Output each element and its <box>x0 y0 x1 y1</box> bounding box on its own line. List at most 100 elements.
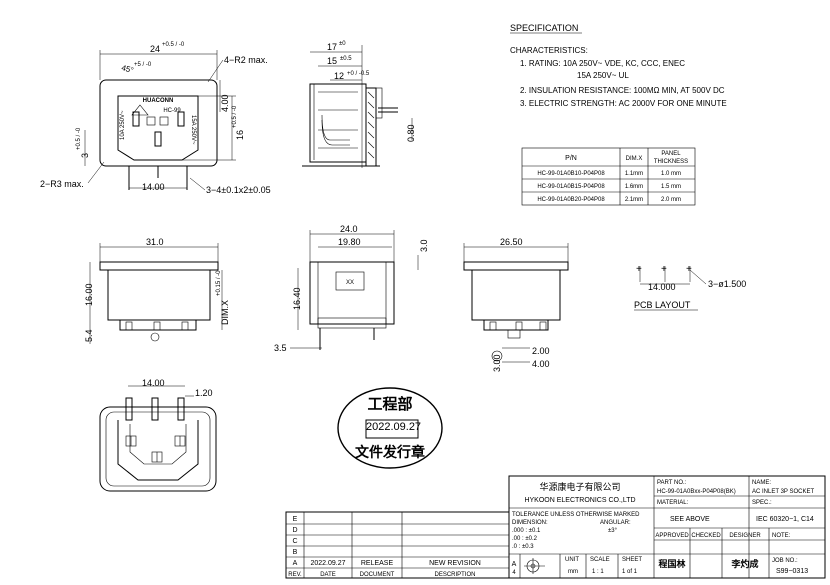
side-d12: 12 <box>334 71 344 81</box>
pn-row-3-panel: 2.0 mm <box>661 197 681 203</box>
side-d15: 15 <box>327 56 337 66</box>
designer-signature: 李灼成 <box>730 558 758 569</box>
rev-row-d: D <box>292 527 297 534</box>
rev-row-e: E <box>293 516 298 523</box>
front-rating-right: 15A 250V~ <box>190 115 196 145</box>
front-height-16: 16 <box>235 130 245 140</box>
pn-table: P/N DIM.X PANEL THICKNESS HC-99-01A0B10-… <box>521 147 696 206</box>
lower-w2650: 26.50 <box>500 237 523 247</box>
approved-label: APPROVED <box>655 533 689 539</box>
part-no-label: PART NO.: <box>657 480 687 486</box>
pn-row-1-pn: HC-99-01A0B10-P04P08 <box>537 171 605 177</box>
zone-label: A <box>512 561 517 568</box>
job-value: S99−0313 <box>776 568 808 575</box>
company-cn: 华源康电子有限公司 <box>539 481 620 492</box>
unit-label: UNIT <box>565 557 579 563</box>
front-r2: 4−R2 max. <box>224 55 268 65</box>
spec-strength: 3. ELECTRIC STRENGTH: AC 2000V FOR ONE M… <box>520 99 727 108</box>
pn-row-2-pn: HC-99-01A0B15-P04P08 <box>537 184 605 190</box>
front-dim-width: 24 <box>150 44 160 54</box>
front-v-3-tol: +0.5 / -0 <box>76 127 82 150</box>
lower-w31: 31.0 <box>146 237 164 247</box>
pcb-hole-1-icon: + <box>636 264 642 275</box>
tolerance-title: TOLERANCE UNLESS OTHERWISE MARKED <box>512 512 640 518</box>
front-v-4: 4.00 <box>220 94 230 112</box>
scale-label: SCALE <box>590 557 610 563</box>
rev-a-doc: RELEASE <box>361 560 394 567</box>
front-model: HC-99 <box>163 108 181 114</box>
spec-insulation: 2. INSULATION RESISTANCE: 100MΩ MIN, AT … <box>520 86 725 95</box>
sheet-label: SHEET <box>622 557 642 563</box>
spec-rating-1: 1. RATING: 10A 250V~ VDE, KC, CCC, ENEC <box>520 59 685 68</box>
lower-dimx-tol: +0.15 / -0 <box>216 270 222 296</box>
pcb-hole-3-icon: + <box>686 264 692 275</box>
side-view: 17 ±0 15 ±0.5 12 +0 / -0.5 0.80 <box>302 41 416 168</box>
lower-view-end: 26.50 2.00 4.00 3.00 <box>463 237 569 372</box>
front-brand: HUACONN <box>143 98 174 104</box>
name-label: NAME: <box>752 480 771 486</box>
lower-h1640: 16.40 <box>292 287 302 310</box>
pn-row-3-dimx: 2.1mm <box>625 197 643 203</box>
front-r3: 2−R3 max. <box>40 179 84 189</box>
scale-value: 1 : 1 <box>592 569 604 575</box>
lower-d400: 4.00 <box>532 359 550 369</box>
tolerance-000: .000 : ±0.1 <box>512 528 541 534</box>
pcb-label: PCB LAYOUT <box>634 300 691 310</box>
company-en: HYKOON ELECTRONICS CO.,LTD <box>524 497 635 504</box>
pn-header-pn: P/N <box>565 155 577 162</box>
lower-d300: 3.00 <box>492 354 502 372</box>
part-no: HC-99-01A0Bxx-P04P08(BK) <box>657 489 736 495</box>
spec-characteristics: CHARACTERISTICS: <box>510 46 588 55</box>
rev-header-rev: REV. <box>288 572 302 578</box>
rev-row-c: C <box>292 538 297 545</box>
front-dim-width-tol: +0.5 / -0 <box>162 42 185 48</box>
side-d12-tol: +0 / -0.5 <box>347 71 370 77</box>
specification-block: SPECIFICATION CHARACTERISTICS: 1. RATING… <box>510 23 727 108</box>
pn-row-2-dimx: 1.6mm <box>625 184 643 190</box>
lower-dimx: DIM.X <box>220 300 230 325</box>
pcb-hole-2-icon: + <box>661 264 667 275</box>
bottom-view: 14.00 1.20 <box>99 378 217 492</box>
release-stamp <box>337 387 443 469</box>
side-d17: 17 <box>327 42 337 52</box>
lower-v30: 3.0 <box>419 239 429 252</box>
name-value: AC INLET 3P SOCKET <box>752 489 814 495</box>
stamp-bottom: 文件发行章 <box>355 445 425 461</box>
title-block: 华源康电子有限公司 HYKOON ELECTRONICS CO.,LTD PAR… <box>508 475 826 579</box>
tolerance-dimension: DIMENSION: <box>512 520 548 526</box>
lower-h35: 3.5 <box>274 343 287 353</box>
stamp-date: 2022.09.27 <box>366 421 422 433</box>
pn-row-1-panel: 1.0 mm <box>661 171 681 177</box>
unit-value: mm <box>568 569 578 575</box>
pn-header-panel: PANEL <box>661 151 681 157</box>
rev-row-b: B <box>293 549 298 556</box>
lower-d200: 2.00 <box>532 346 550 356</box>
spec-title: SPECIFICATION <box>510 23 578 33</box>
revision-table: E D C B A 2022.09.27 RELEASE NEW REVISIO… <box>285 511 510 579</box>
spec-value: IEC 60320−1, C14 <box>756 516 814 523</box>
rev-header-date: DATE <box>320 572 336 578</box>
rev-a-date: 2022.09.27 <box>310 560 345 567</box>
spec-rating-2: 15A 250V~ UL <box>577 71 629 80</box>
pn-row-3-pn: HC-99-01A0B20-P04P08 <box>537 197 605 203</box>
pn-row-1-dimx: 1.1mm <box>625 171 643 177</box>
pn-row-2-panel: 1.5 mm <box>661 184 681 190</box>
lower-view-front: 31.0 16.00 5.4 DIM.X +0.15 / -0 <box>84 237 230 344</box>
rev-a-desc: NEW REVISION <box>429 560 481 567</box>
pcb-layout: + + + 14.000 3−ø1.500 PCB LAYOUT <box>634 264 746 311</box>
bottom-w120: 1.20 <box>195 388 213 398</box>
sheet-value: 1 of 1 <box>622 569 638 575</box>
designer-label: DESIGNER <box>729 533 761 539</box>
lower-h16: 16.00 <box>84 283 94 306</box>
pn-header-dimx: DIM.X <box>626 156 643 162</box>
material-label: MATERIAL: <box>657 500 689 506</box>
rev-row-a: A <box>293 560 298 567</box>
lower-xx: XX <box>346 280 354 286</box>
pcb-hole: 3−ø1.500 <box>708 279 746 289</box>
front-angle: 45° <box>120 63 134 75</box>
pn-header-thickness: THICKNESS <box>654 159 688 165</box>
pcb-pitch: 14.000 <box>648 282 676 292</box>
tolerance-angular-value: ±3° <box>608 528 618 534</box>
lower-h54: 5.4 <box>84 329 94 342</box>
